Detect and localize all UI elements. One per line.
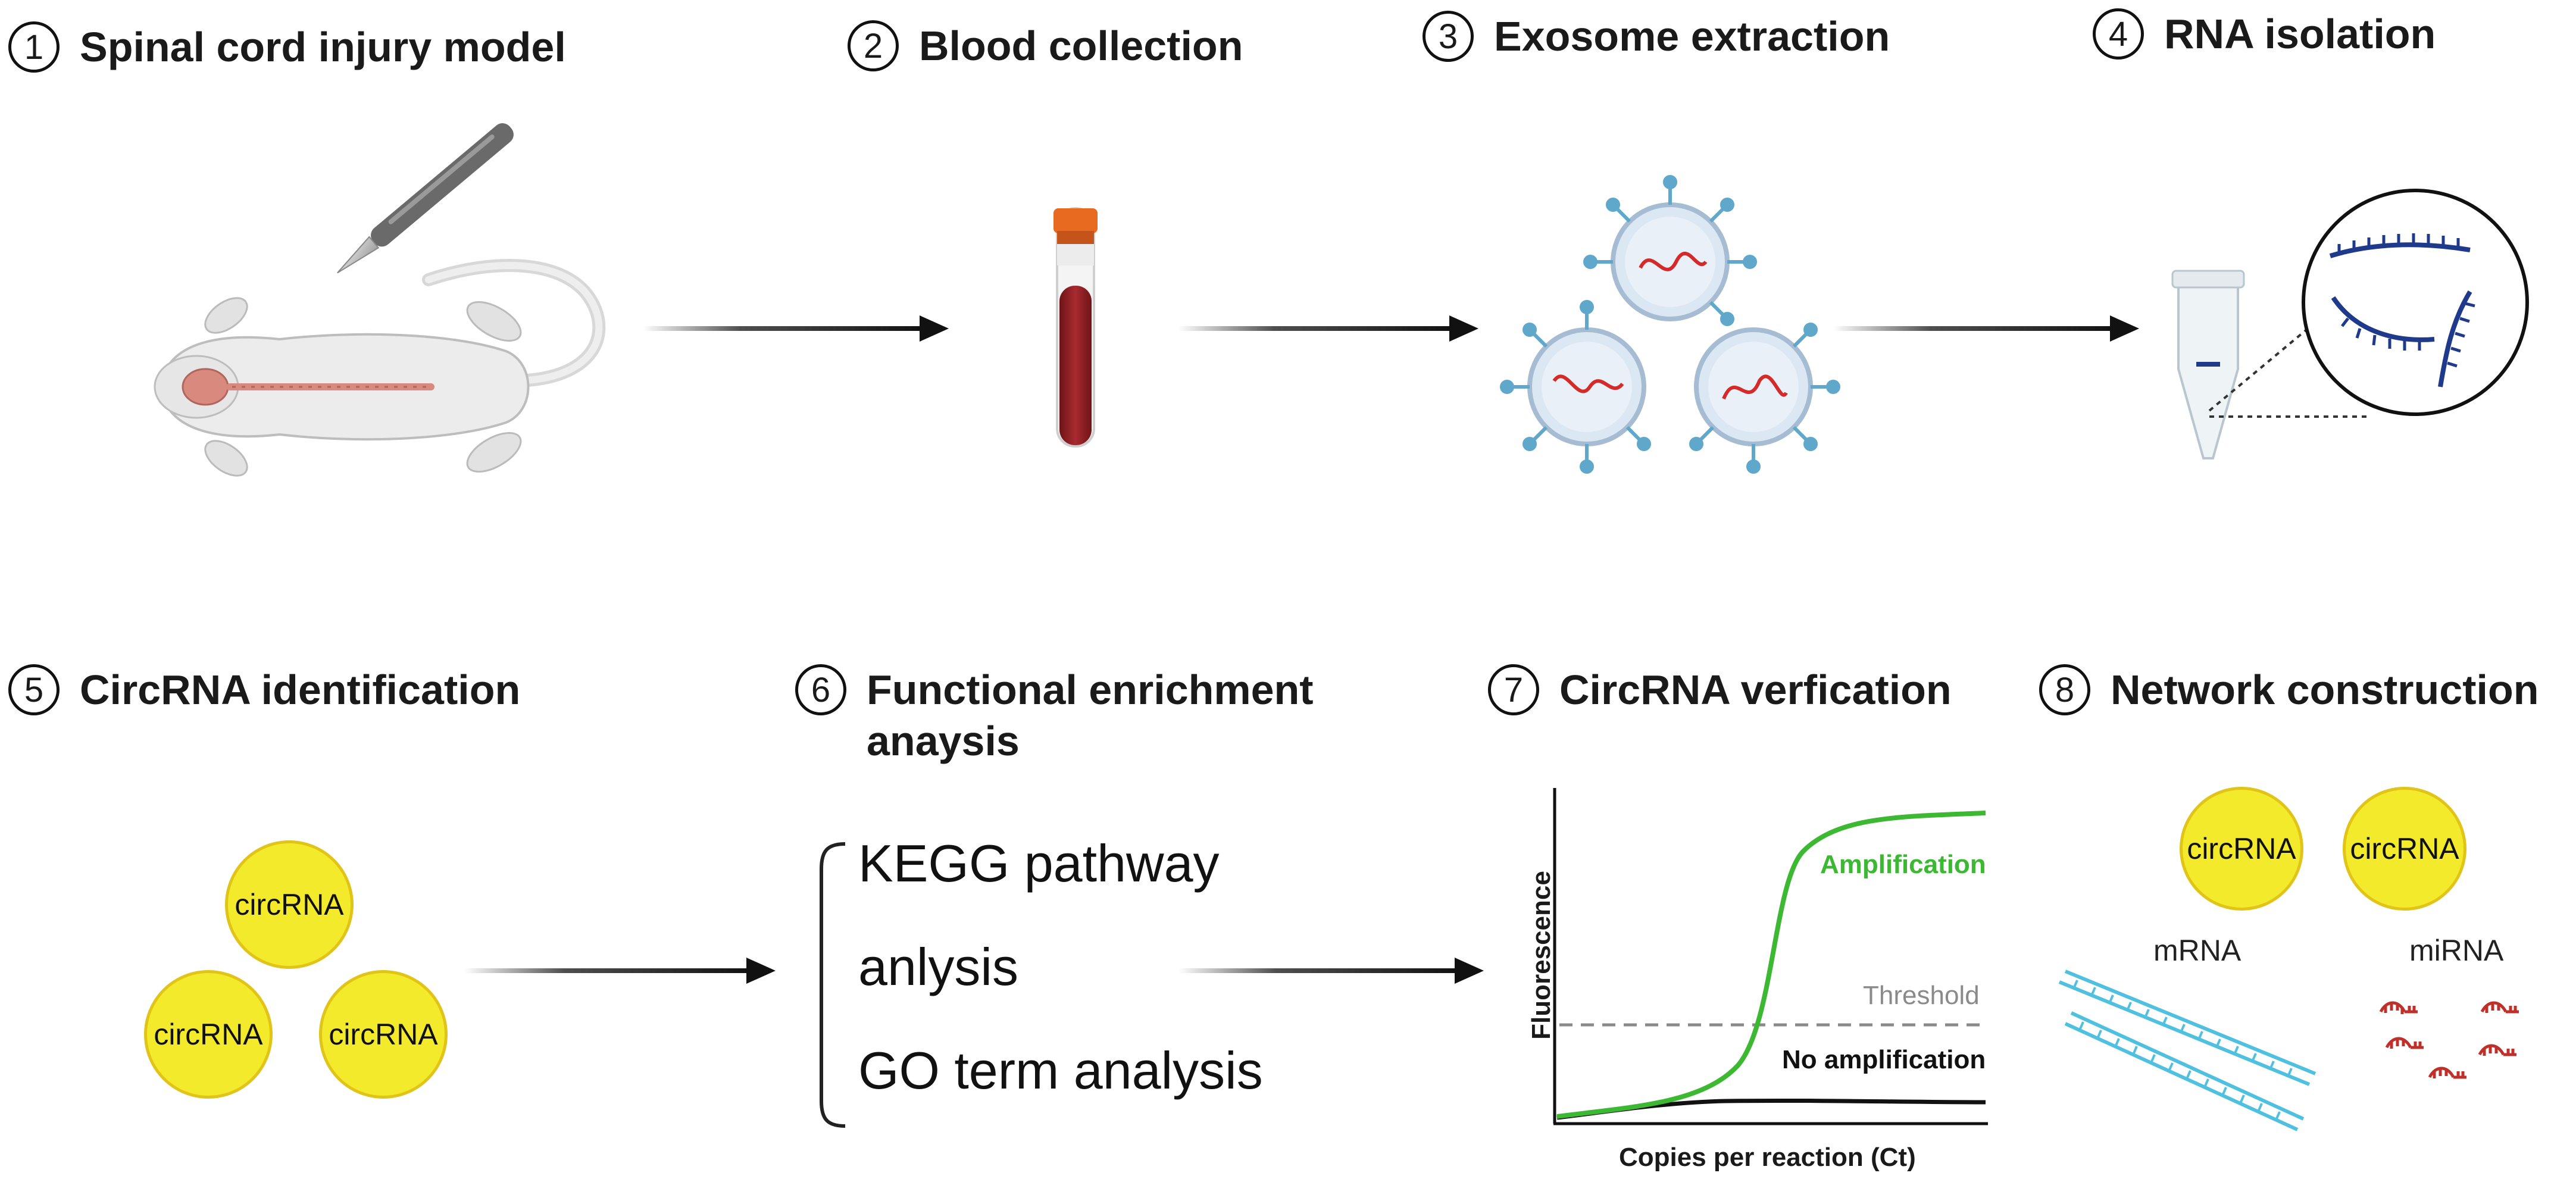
step-number: 4: [2093, 8, 2144, 60]
step-number: 8: [2039, 664, 2090, 715]
circrna-circle: circRNA: [2180, 787, 2303, 911]
step-number: 6: [795, 664, 846, 715]
arrow-3-to-4: [1833, 315, 2139, 342]
step-title: Network construction: [2111, 667, 2539, 713]
step-title: Exosome extraction: [1494, 13, 1890, 60]
step-title: CircRNA verfication: [1559, 667, 1952, 713]
enrichment-line-go: GO term analysis: [858, 1041, 1263, 1100]
circrna-circle: circRNA: [225, 840, 354, 969]
x-axis-label: Copies per reaction (Ct): [1619, 1143, 1916, 1172]
amplification-curve: [1556, 811, 1986, 1119]
step-7: 7 CircRNA verfication: [1488, 664, 1952, 715]
arrow-5-to-6: [464, 958, 776, 984]
enrichment-line-kegg: KEGG pathway: [858, 834, 1220, 893]
step-number: 3: [1423, 11, 1474, 62]
step-number: 2: [848, 20, 899, 71]
exosome-illustration: [1500, 175, 1840, 474]
arrow-2-to-3: [1178, 315, 1478, 342]
step-number: 5: [8, 664, 60, 715]
mirna-label: miRNA: [2409, 934, 2504, 967]
blood-tube-illustration: [1053, 207, 1098, 448]
step-title: Functional enrichment anaysis: [867, 667, 1314, 764]
mrna-illustration: [2058, 970, 2316, 1131]
amplification-label: Amplification: [1820, 850, 1986, 879]
enrichment-line-analysis: anlysis: [858, 937, 1018, 996]
step-3: 3 Exosome extraction: [1423, 11, 1890, 62]
enrichment-bracket: [820, 842, 846, 1128]
step-4: 4 RNA isolation: [2093, 8, 2436, 60]
y-axis-label: Fluorescence: [1527, 871, 1556, 1040]
step-title: Spinal cord injury model: [80, 24, 566, 70]
step-1: 1 Spinal cord injury model: [8, 21, 566, 73]
arrow-6-to-7: [1178, 958, 1484, 984]
threshold-label: Threshold: [1863, 981, 1980, 1010]
circrna-circle: circRNA: [2343, 787, 2466, 911]
mirna-illustration: [2379, 1001, 2519, 1079]
rat-illustration: [154, 123, 606, 477]
step-title: Blood collection: [919, 23, 1243, 69]
qpcr-plot: [1553, 788, 1988, 1125]
circrna-circle: circRNA: [319, 970, 448, 1099]
step-number: 1: [8, 21, 60, 73]
rna-isolation-illustration: [2171, 189, 2529, 459]
step-title: CircRNA identification: [80, 667, 521, 713]
step-title: RNA isolation: [2164, 11, 2436, 57]
step-5: 5 CircRNA identification: [8, 664, 520, 715]
circrna-circle: circRNA: [144, 970, 273, 1099]
step-2: 2 Blood collection: [848, 20, 1243, 71]
step-8: 8 Network construction: [2039, 664, 2539, 715]
mrna-label: mRNA: [2153, 934, 2242, 967]
step-6: 6 Functional enrichment anaysis: [795, 664, 1314, 767]
arrow-1-to-2: [643, 315, 949, 342]
step-number: 7: [1488, 664, 1539, 715]
no-amplification-label: No amplification: [1782, 1045, 1986, 1074]
